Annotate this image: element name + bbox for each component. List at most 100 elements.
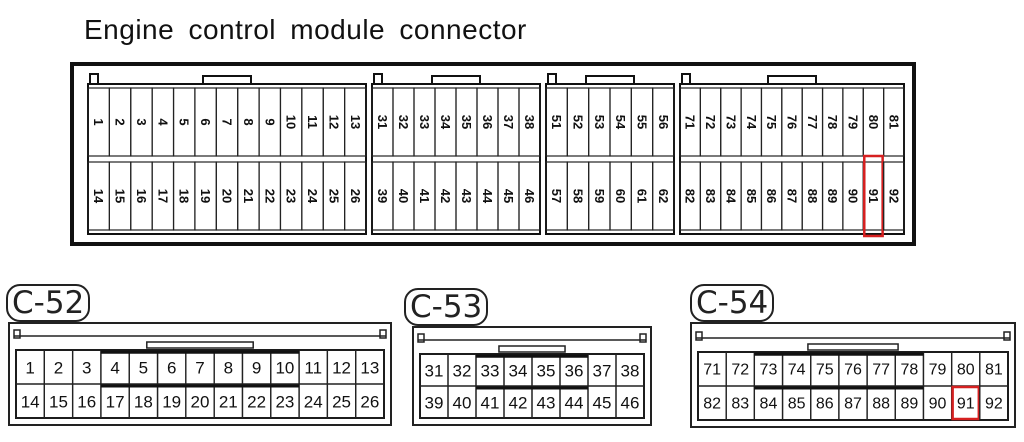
connector-key [639,333,647,343]
connector-pin-number: 20 [191,393,210,412]
connector-pin-number: 21 [219,393,238,412]
connector-pin-number: 79 [929,362,947,379]
connector-pin-number: 7 [195,359,204,378]
connector-pin-cell [615,385,645,419]
connector-pin-number: 88 [872,396,890,413]
connector-pin-number: 16 [77,393,96,412]
connector-pin-number: 42 [509,394,528,413]
connector-pin-number: 13 [360,359,379,378]
ecm-pin-number: 14 [91,189,106,204]
connector-pin-number: 17 [106,393,125,412]
connector-pin-number: 6 [167,359,176,378]
connector-latch [146,341,254,349]
connector-key [417,333,425,343]
ecm-pin-number: 40 [396,189,411,203]
ecm-pin-number: 11 [305,115,320,129]
ecm-pin-number: 86 [764,189,779,203]
ecm-pin-number: 36 [480,115,495,129]
ecm-pin-number: 34 [438,115,453,130]
ecm-pin-number: 59 [592,189,607,203]
connector-pin-number: 83 [731,396,749,413]
connector-pin-number: 12 [332,359,351,378]
connector-pin-number: 40 [453,394,472,413]
ecm-pin-number: 61 [635,189,650,203]
ecm-pin-number: 78 [825,115,840,129]
ecm-pin-cell [652,161,675,231]
ecm-pin-number: 31 [375,115,390,129]
ecm-pin-number: 10 [284,115,299,129]
connector-pin-number: 8 [224,359,233,378]
ecm-pin-number: 3 [134,118,149,125]
connector-latch [498,345,566,353]
ecm-section-outline [679,83,905,235]
ecm-pin-number: 55 [635,115,650,129]
connector-pin-number: 4 [110,359,119,378]
connector-pin-number: 75 [816,362,834,379]
ecm-pin-number: 75 [764,115,779,129]
connector-pin-number: 89 [900,396,918,413]
connector-pin-number: 14 [21,393,40,412]
ecm-pin-number: 51 [549,115,564,129]
connector-pin-number: 72 [731,362,749,379]
ecm-pin-number: 23 [284,189,299,203]
connector-pin-number: 23 [275,393,294,412]
ecm-pin-number: 17 [155,189,170,203]
connector-pin-number: 11 [304,359,322,378]
ecm-pin-number: 37 [501,115,516,129]
ecm-pin-number: 38 [522,115,537,129]
ecm-pin-number: 25 [326,189,341,203]
ecm-pin-number: 5 [177,118,192,125]
ecm-pin-number: 32 [396,115,411,129]
ecm-pin-number: 6 [198,118,213,125]
ecm-section-key [547,73,557,85]
connector-pin-number: 77 [872,362,890,379]
ecm-pin-number: 85 [744,189,759,203]
connector-pin-number: 19 [162,393,181,412]
connector-pin-number: 71 [703,362,721,379]
ecm-pin-number: 89 [825,189,840,203]
ecm-pin-number: 18 [177,189,192,203]
ecm-pin-cell [652,87,675,157]
ecm-pin-number: 58 [571,189,586,203]
connector-pin-number: 25 [332,393,351,412]
connector-pin-cell [355,383,385,419]
ecm-pin-number: 4 [155,118,170,126]
ecm-pin-number: 21 [241,189,256,203]
ecm-pin-cell [883,161,905,231]
connector-pin-number: 92 [985,396,1003,413]
connector-pin-number: 74 [788,362,806,379]
ecm-pin-number: 80 [866,115,881,129]
diagram-title: Engine control module connector [84,14,527,45]
connector-pin-number: 18 [134,393,153,412]
ecm-pin-number: 33 [417,115,432,129]
ecm-section-latch [767,75,817,85]
ecm-pin-number: 46 [522,189,537,203]
ecm-pin-number: 12 [326,115,341,129]
connector-key [695,331,703,341]
connector-pin-number: 31 [425,362,444,381]
ecm-pin-number: 56 [656,115,671,129]
connector-pin-number: 90 [929,396,947,413]
connector-label-c53: C-53 [404,288,489,326]
ecm-pin-number: 22 [262,189,277,203]
ecm-section-key [89,73,99,85]
ecm-pin-number: 2 [113,118,128,125]
connector-pin-number: 3 [82,359,91,378]
connector-key [1003,331,1011,341]
ecm-pin-number: 73 [723,115,738,129]
connector-pin-number: 81 [985,362,1003,379]
connector-label-c54: C-54 [690,284,775,322]
ecm-pin-number: 41 [417,189,432,203]
ecm-pin-cell [518,161,541,231]
ecm-pin-number: 16 [134,189,149,203]
ecm-pin-number: 15 [113,189,128,203]
connector-key [13,329,21,339]
ecm-pin-number: 54 [613,115,628,130]
connector-pin-number: 73 [760,362,778,379]
connector-pin-number: 1 [25,359,34,378]
ecm-pin-number: 82 [683,189,698,203]
ecm-section-outline [87,83,367,235]
